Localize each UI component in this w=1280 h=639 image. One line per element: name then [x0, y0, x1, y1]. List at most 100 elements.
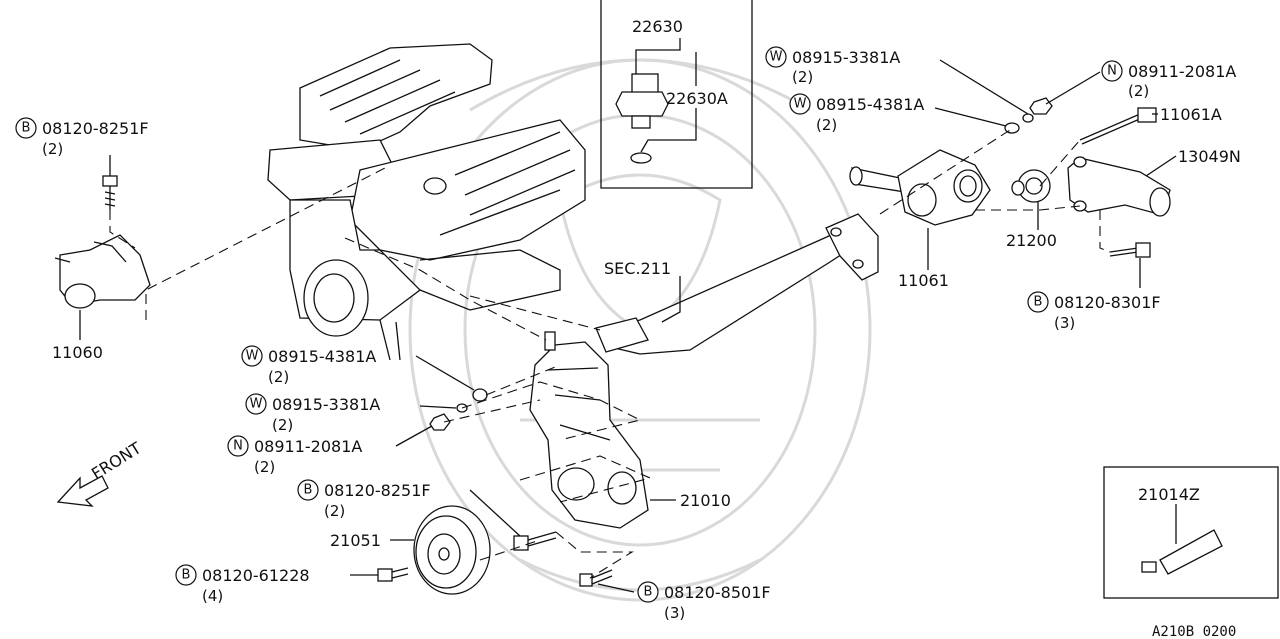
svg-text:W: W: [250, 397, 263, 412]
assembly-guide-lines: [109, 129, 1111, 579]
quantity: (2): [324, 502, 345, 520]
bolt-badge-icon: B: [175, 564, 197, 586]
callout-08120-8251F-mid: B 08120-8251F (2): [297, 479, 431, 520]
part-number: 08120-8501F: [664, 583, 771, 602]
callout-11061A: 11061A: [1160, 105, 1222, 124]
part-number: 22630A: [666, 89, 728, 108]
callout-08915-4381A-top: W 08915-4381A (2): [789, 93, 924, 134]
part-number: 11061A: [1160, 105, 1222, 124]
quantity: (2): [792, 68, 813, 86]
section-reference: SEC.211: [604, 259, 671, 278]
part-bolt-8301F: [1109, 242, 1151, 258]
front-label: FRONT: [88, 438, 145, 483]
svg-text:W: W: [794, 97, 807, 112]
diagram-code: A210B 0200: [1152, 624, 1236, 639]
callout-13049N: 13049N: [1178, 147, 1241, 166]
callout-08120-8251F-top: B 08120-8251F (2): [15, 117, 149, 158]
part-number: 08915-3381A: [272, 395, 380, 414]
quantity: (2): [1128, 82, 1149, 100]
part-stud-11061A: [1079, 107, 1157, 145]
part-pulley-21051: [413, 505, 491, 595]
part-number: 08915-4381A: [268, 347, 376, 366]
bolt-badge-icon: B: [15, 117, 37, 139]
part-number: 11060: [52, 343, 103, 362]
callout-21200: 21200: [1006, 231, 1057, 250]
part-number: 08120-8301F: [1054, 293, 1161, 312]
svg-text:B: B: [1034, 295, 1043, 310]
part-number: 21200: [1006, 231, 1057, 250]
callout-08915-3381A-mid: W 08915-3381A (2): [245, 393, 380, 434]
part-number: 08911-2081A: [254, 437, 362, 456]
svg-text:W: W: [246, 349, 259, 364]
callout-sec-211: SEC.211: [604, 259, 671, 278]
part-number: 08120-61228: [202, 566, 310, 585]
callout-08915-4381A-mid: W 08915-4381A (2): [241, 345, 376, 386]
part-water-outlet-13049N: [1067, 156, 1171, 217]
part-washers-middle: [429, 388, 488, 431]
part-number: 11061: [898, 271, 949, 290]
callout-22630A: 22630A: [666, 89, 728, 108]
part-thermostat-housing-11061: [849, 149, 991, 226]
part-bolts-pump: [377, 531, 613, 587]
callout-21010: 21010: [680, 491, 731, 510]
part-water-inlet-11060: [54, 234, 151, 309]
part-number: 08915-4381A: [816, 95, 924, 114]
part-number: 22630: [632, 17, 683, 36]
svg-text:W: W: [770, 50, 783, 65]
part-number: 08915-3381A: [792, 48, 900, 67]
quantity: (2): [254, 458, 275, 476]
part-thermostat-21200: [1011, 169, 1051, 203]
part-bolt-top-left: [102, 175, 118, 210]
part-water-pump-21010: [529, 331, 649, 529]
inset-box-sealant: [1103, 466, 1279, 599]
part-number: 08120-8251F: [42, 119, 149, 138]
callout-08120-8301F: B 08120-8301F (3): [1027, 291, 1161, 332]
engine-block-illustration: [267, 43, 586, 361]
washer-badge-icon: W: [241, 345, 263, 367]
part-sealant-tube-21014Z: [1141, 529, 1223, 575]
bolt-badge-icon: B: [1027, 291, 1049, 313]
part-coolant-pipe: [595, 213, 879, 355]
quantity: (2): [268, 368, 289, 386]
svg-text:N: N: [233, 439, 243, 454]
svg-text:B: B: [304, 483, 313, 498]
nut-badge-icon: N: [1101, 60, 1123, 82]
bolt-badge-icon: B: [637, 581, 659, 603]
callout-21051: 21051: [330, 531, 381, 550]
callout-08915-3381A-top: W 08915-3381A (2): [765, 46, 900, 86]
quantity: (3): [664, 604, 685, 622]
quantity: (2): [816, 116, 837, 134]
callout-08911-2081A-mid: N 08911-2081A (2): [227, 435, 362, 476]
part-number: 08911-2081A: [1128, 62, 1236, 81]
callout-leader-lines: [79, 38, 1177, 593]
svg-text:B: B: [22, 121, 31, 136]
part-temperature-sensor: [615, 73, 669, 164]
part-washers-top-right: [1004, 97, 1053, 134]
bolt-badge-icon: B: [297, 479, 319, 501]
inset-box-sensor: [600, 0, 753, 189]
callout-08911-2081A-top: N 08911-2081A (2): [1101, 60, 1236, 100]
quantity: (2): [272, 416, 293, 434]
callout-11060: 11060: [52, 343, 103, 362]
quantity: (4): [202, 587, 223, 605]
svg-text:N: N: [1107, 64, 1117, 79]
callout-22630: 22630: [632, 17, 683, 36]
callout-21014Z: 21014Z: [1138, 485, 1200, 504]
part-number: 21014Z: [1138, 485, 1200, 504]
quantity: (2): [42, 140, 63, 158]
washer-badge-icon: W: [789, 93, 811, 115]
part-number: 08120-8251F: [324, 481, 431, 500]
callout-08120-8501F: B 08120-8501F (3): [637, 581, 771, 622]
part-number: 13049N: [1178, 147, 1241, 166]
callout-08120-61228: B 08120-61228 (4): [175, 564, 310, 605]
quantity: (3): [1054, 314, 1075, 332]
part-number: 21010: [680, 491, 731, 510]
washer-badge-icon: W: [245, 393, 267, 415]
front-direction-arrow: [56, 475, 109, 507]
svg-text:B: B: [182, 568, 191, 583]
callout-11061: 11061: [898, 271, 949, 290]
part-number: 21051: [330, 531, 381, 550]
nut-badge-icon: N: [227, 435, 249, 457]
